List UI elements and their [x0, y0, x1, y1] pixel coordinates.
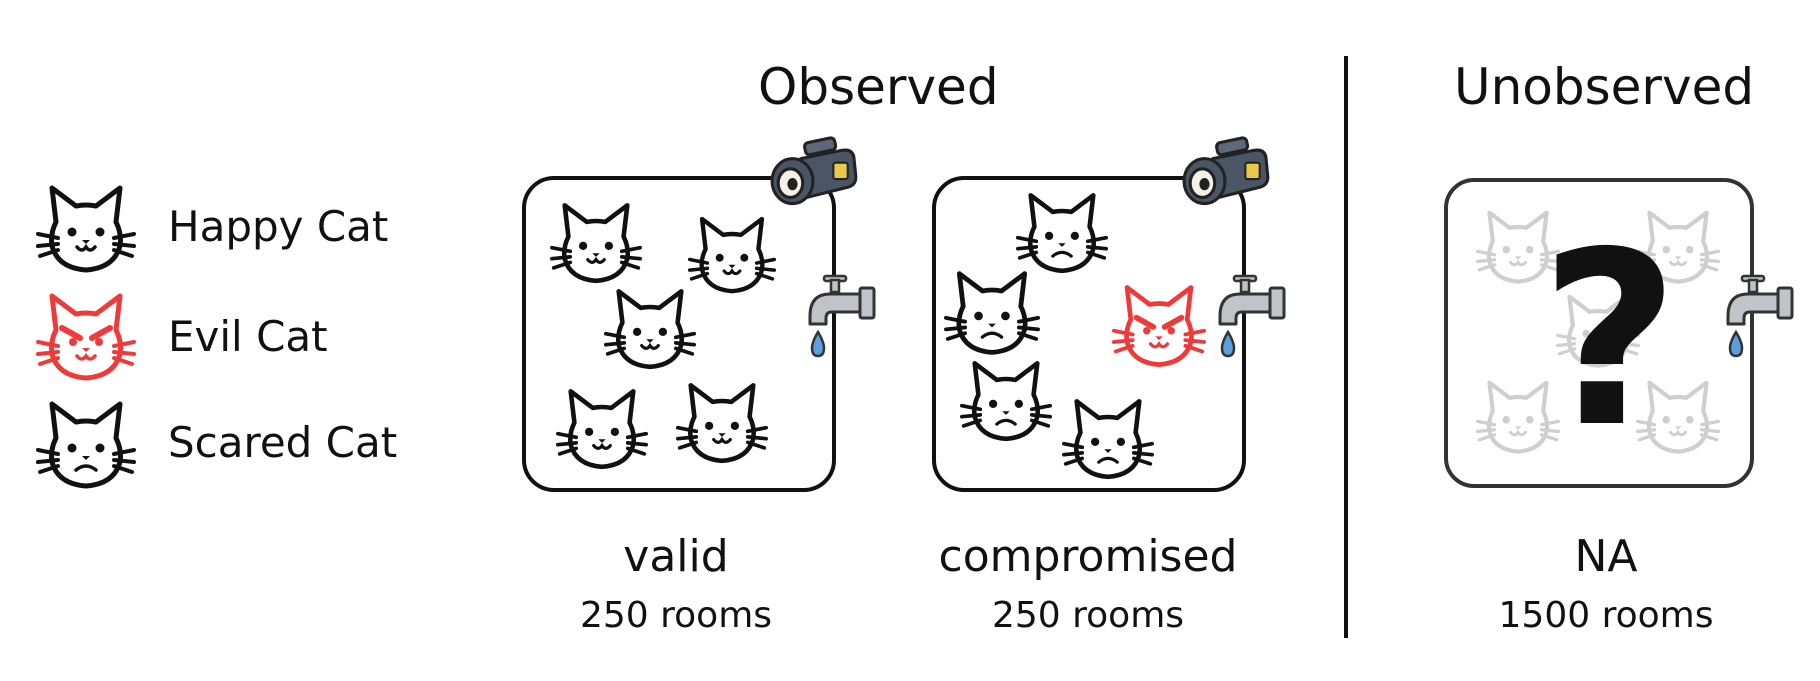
legend-label-happy: Happy Cat	[168, 202, 389, 251]
room-count-valid: 250 rooms	[579, 595, 773, 636]
room-valid	[522, 136, 876, 492]
evil-cat-icon	[38, 296, 134, 378]
legend	[38, 188, 134, 486]
question-mark: ?	[1540, 200, 1680, 480]
scared-cat-icon	[38, 404, 134, 486]
room-count-na: 1500 rooms	[1498, 595, 1714, 636]
unobserved-heading: Unobserved	[1454, 58, 1755, 116]
room-count-compromised: 250 rooms	[991, 595, 1185, 636]
room-label-na: NA	[1574, 531, 1638, 582]
observed-heading: Observed	[758, 58, 999, 116]
room-label-compromised: compromised	[938, 531, 1238, 582]
happy-cat-icon	[38, 188, 134, 270]
room-unobserved	[1444, 178, 1794, 488]
legend-label-evil: Evil Cat	[168, 312, 328, 361]
room-label-valid: valid	[623, 531, 729, 582]
camera-icon	[1182, 136, 1270, 206]
legend-label-scared: Scared Cat	[168, 418, 398, 467]
camera-icon	[770, 136, 858, 206]
room-compromised	[932, 136, 1286, 492]
